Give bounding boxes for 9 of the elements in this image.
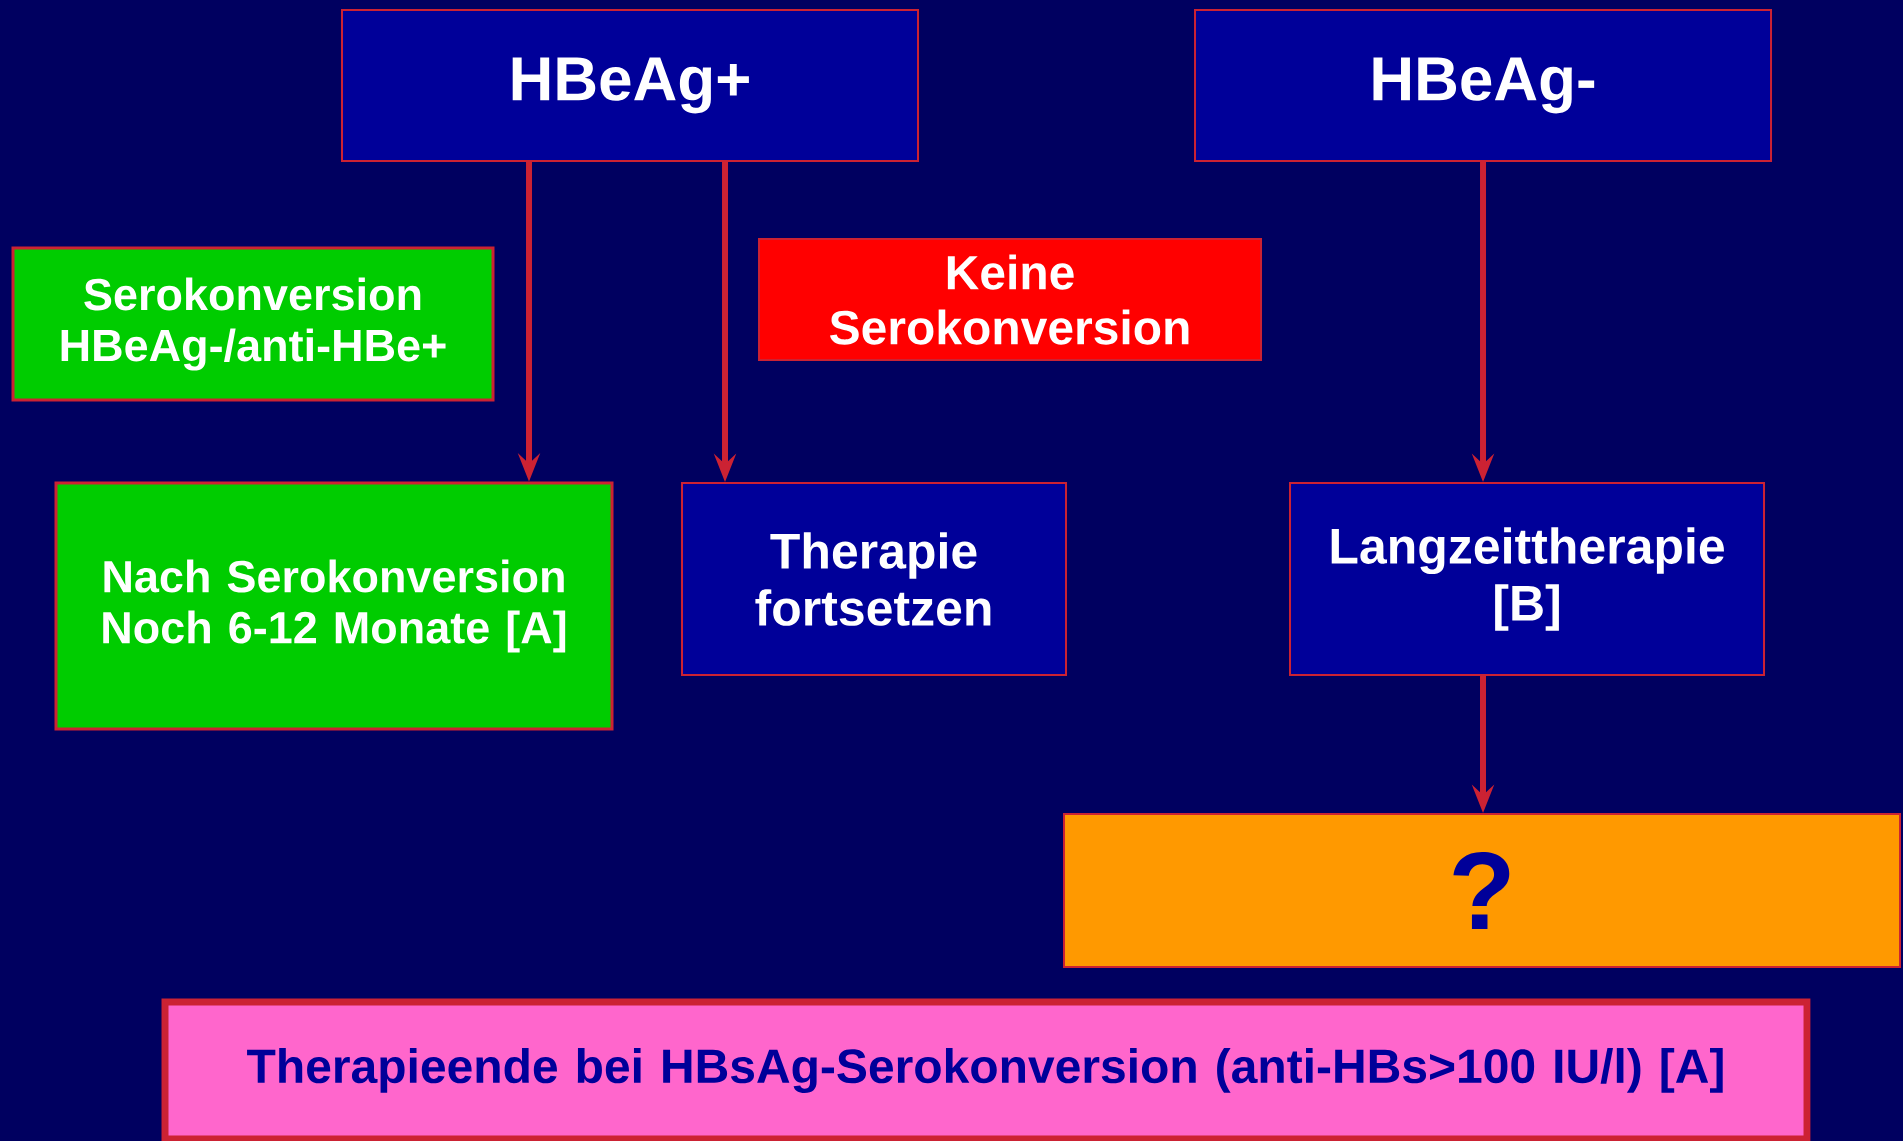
header-box: HBeAg- bbox=[1194, 9, 1772, 162]
condition-box: Keine Serokonversion bbox=[758, 238, 1262, 361]
footer-banner: Therapieende bei HBsAg-Serokonversion (anti-HBs>100 IU/l) [A] bbox=[161, 998, 1811, 1141]
outcome-box: Nach Serokonversion Noch 6-12 Monate [A] bbox=[54, 481, 614, 731]
header-box: HBeAg+ bbox=[341, 9, 919, 162]
process-box: Langzeittherapie [B] bbox=[1289, 482, 1765, 676]
process-box: Therapie fortsetzen bbox=[681, 482, 1067, 676]
question-box: ? bbox=[1063, 813, 1901, 968]
outcome-box: Serokonversion HBeAg-/anti-HBe+ bbox=[11, 246, 495, 402]
